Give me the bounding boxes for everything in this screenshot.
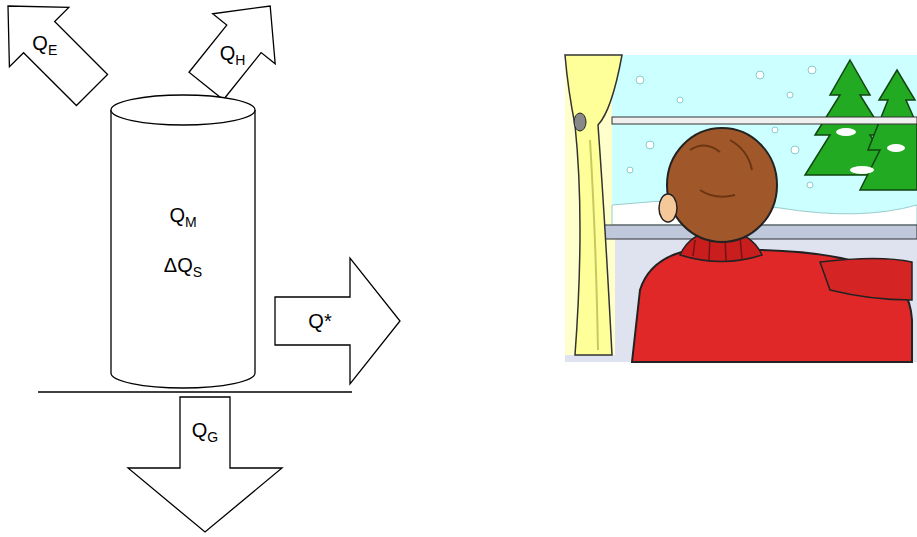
flux-arrow: QG [126,395,284,534]
snowflake [772,127,778,133]
flux-arrow: QH [187,4,277,102]
flux-arrow: Q* [273,256,402,386]
flux-label: QG [192,419,218,441]
symbol: Q [32,32,48,54]
curtain-hook [574,113,586,131]
snowflake [787,92,793,98]
snowflake [756,71,764,79]
tree-snow [836,128,856,136]
window-bar [612,117,917,124]
shape-outline [110,94,256,390]
snowflake [627,167,633,173]
curtain [565,55,622,355]
subscript: H [235,52,245,68]
sleeve [820,259,912,301]
ear [659,194,677,222]
snowflake [677,97,683,103]
snowflake [636,76,644,84]
curtain-fold [590,140,598,350]
arrow-outline [8,6,108,106]
shape-outline [6,4,110,108]
symbol: ΔQ [164,254,193,276]
tree-snow [850,166,874,174]
flux-label: ΔQS [164,254,202,276]
storage-cylinder: QM ΔQS [110,94,256,390]
symbol: Q* [308,310,331,332]
snowflake [807,182,813,188]
cylinder-top [111,95,255,125]
shape-outline [273,256,402,386]
flux-label: QM [169,204,196,226]
flux-label: QE [32,32,57,54]
symbol: Q [169,204,185,226]
shape-outline [126,395,284,534]
flux-label: QH [220,42,246,64]
symbol: Q [192,419,208,441]
subscript: E [48,42,57,58]
flux-arrow: QE [6,4,110,108]
symbol: Q [220,42,236,64]
cylinder-body [111,110,255,388]
sweater [632,250,912,362]
arrow-outline [128,397,282,532]
window-scene [565,55,917,362]
arrow-outline [275,258,400,384]
snowflake [791,146,799,154]
tree-snow [887,144,905,152]
subscript: S [193,264,202,280]
flux-label: Q* [308,310,331,332]
snowflake [808,66,816,74]
ground-line [38,391,352,393]
hair-strands [690,140,752,197]
arrow-outline [189,6,275,100]
subscript: M [185,214,197,230]
hair [667,128,777,242]
wall [565,55,917,362]
subscript: G [207,429,218,445]
snowflake [646,141,654,149]
